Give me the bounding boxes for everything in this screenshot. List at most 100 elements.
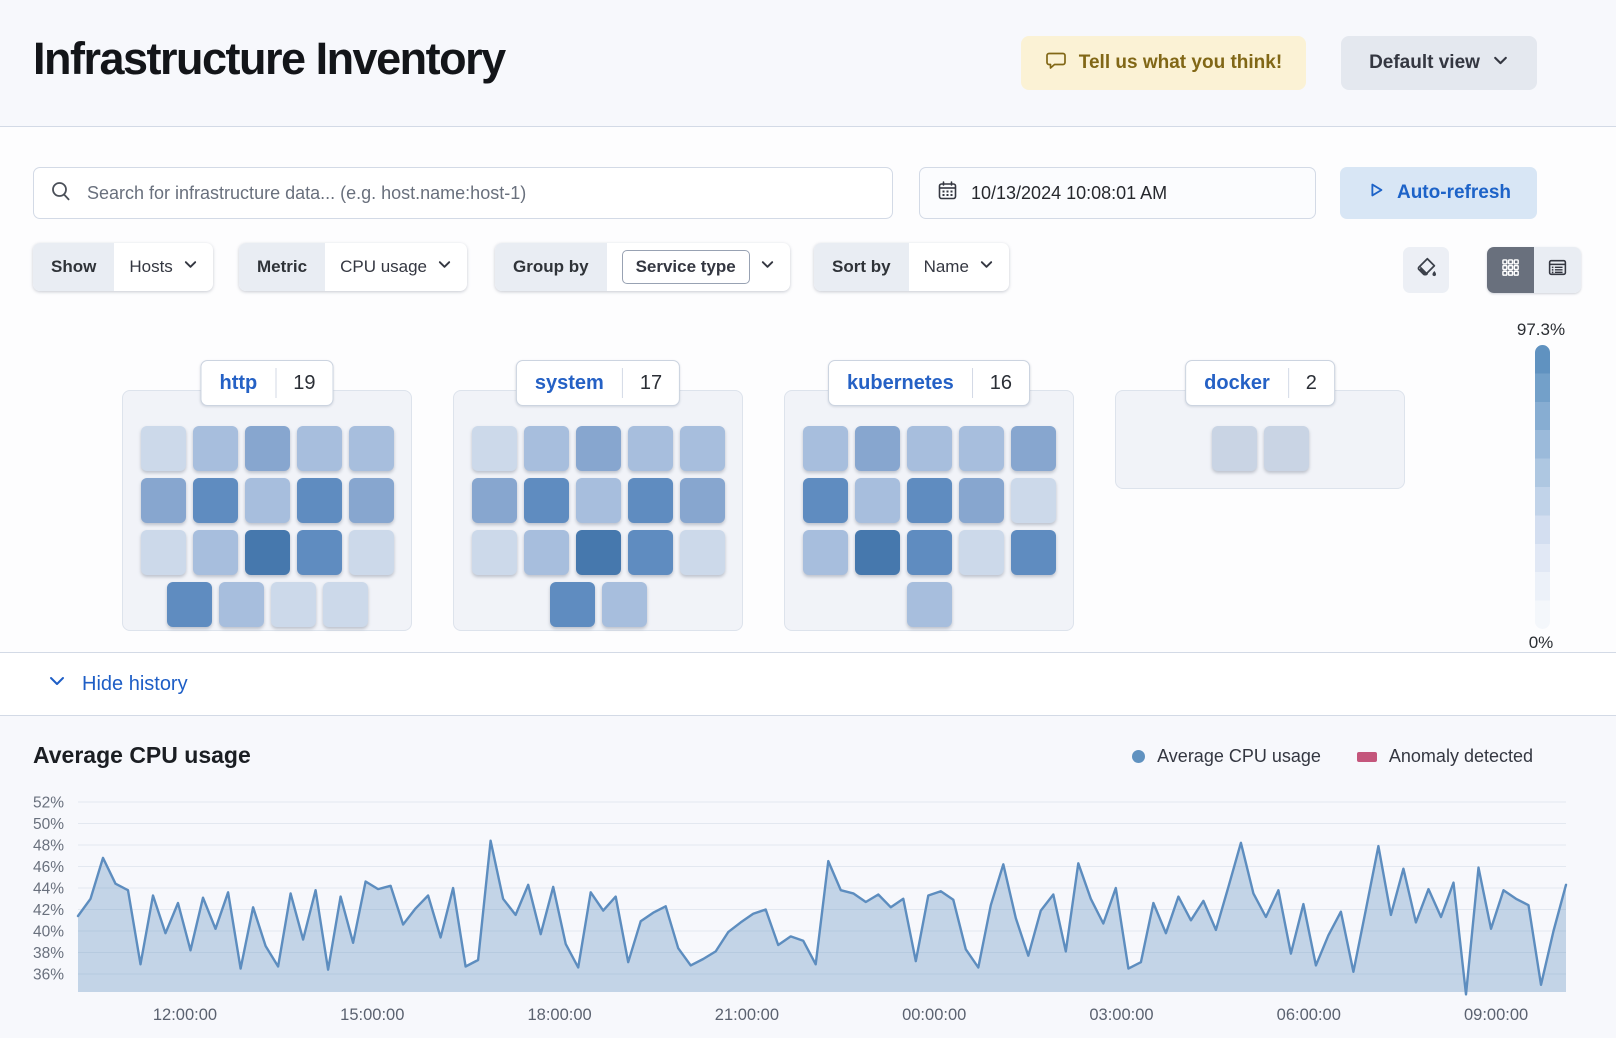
- host-node[interactable]: [906, 530, 952, 575]
- host-node[interactable]: [575, 530, 621, 575]
- speech-bubble-icon: [1045, 49, 1067, 77]
- svg-text:00:00:00: 00:00:00: [902, 1006, 966, 1024]
- search-input[interactable]: [85, 181, 876, 205]
- host-node[interactable]: [296, 426, 342, 471]
- host-node[interactable]: [854, 478, 900, 523]
- show-filter[interactable]: Show Hosts: [33, 243, 213, 291]
- host-node[interactable]: [523, 426, 569, 471]
- date-time-picker[interactable]: 10/13/2024 10:08:01 AM: [919, 167, 1316, 219]
- host-node[interactable]: [549, 582, 595, 627]
- host-node[interactable]: [802, 426, 848, 471]
- host-node[interactable]: [1263, 426, 1309, 471]
- host-node[interactable]: [244, 478, 290, 523]
- host-node[interactable]: [906, 478, 952, 523]
- svg-text:50%: 50%: [33, 816, 64, 833]
- host-node[interactable]: [218, 582, 264, 627]
- metric-filter-label: Metric: [239, 243, 326, 291]
- host-node[interactable]: [1010, 426, 1056, 471]
- legend-item-anomaly[interactable]: Anomaly detected: [1356, 746, 1533, 767]
- host-node[interactable]: [601, 582, 647, 627]
- auto-refresh-label: Auto-refresh: [1396, 182, 1511, 203]
- host-node[interactable]: [270, 582, 316, 627]
- host-node[interactable]: [958, 478, 1004, 523]
- host-node[interactable]: [679, 478, 725, 523]
- table-view-button[interactable]: [1534, 247, 1581, 293]
- history-chart-title: Average CPU usage: [33, 742, 251, 768]
- host-node[interactable]: [348, 426, 394, 471]
- sort-by-filter[interactable]: Sort by Name: [814, 243, 1009, 291]
- table-icon: [1547, 257, 1568, 283]
- service-name-link[interactable]: http: [219, 371, 258, 394]
- hide-history-toggle[interactable]: Hide history: [0, 652, 1616, 716]
- host-node[interactable]: [471, 530, 517, 575]
- host-node[interactable]: [192, 426, 238, 471]
- service-host-count: 16: [989, 371, 1012, 394]
- legend-options-button[interactable]: [1403, 247, 1449, 293]
- metric-filter-value: CPU usage: [340, 257, 428, 276]
- host-node[interactable]: [802, 478, 848, 523]
- page-header: Infrastructure Inventory Tell us what yo…: [0, 0, 1616, 127]
- group-by-filter-label: Group by: [495, 243, 607, 291]
- host-node[interactable]: [679, 530, 725, 575]
- group-by-filter-value[interactable]: Service type: [621, 250, 750, 284]
- chevron-down-icon: [979, 257, 994, 277]
- host-node[interactable]: [140, 478, 186, 523]
- service-name-link[interactable]: docker: [1204, 371, 1270, 394]
- host-node[interactable]: [322, 582, 368, 627]
- map-view-button[interactable]: [1487, 247, 1534, 293]
- feedback-button[interactable]: Tell us what you think!: [1021, 36, 1306, 90]
- host-node[interactable]: [802, 530, 848, 575]
- host-node[interactable]: [627, 530, 673, 575]
- sort-by-filter-label: Sort by: [814, 243, 909, 291]
- saved-view-selector[interactable]: Default view: [1341, 36, 1537, 90]
- host-node[interactable]: [192, 478, 238, 523]
- host-node[interactable]: [627, 426, 673, 471]
- legend-max-value: 97.3%: [1516, 320, 1566, 339]
- host-node[interactable]: [296, 530, 342, 575]
- legend-item-average-cpu[interactable]: Average CPU usage: [1132, 746, 1321, 767]
- service-name-link[interactable]: kubernetes: [847, 371, 954, 394]
- metric-filter[interactable]: Metric CPU usage: [239, 243, 468, 291]
- host-node[interactable]: [854, 530, 900, 575]
- host-node[interactable]: [166, 582, 212, 627]
- svg-text:46%: 46%: [33, 859, 64, 876]
- host-node[interactable]: [679, 426, 725, 471]
- host-node[interactable]: [523, 530, 569, 575]
- host-node[interactable]: [348, 478, 394, 523]
- host-node[interactable]: [348, 530, 394, 575]
- host-node[interactable]: [1010, 530, 1056, 575]
- host-node[interactable]: [523, 478, 569, 523]
- host-node[interactable]: [958, 530, 1004, 575]
- host-node[interactable]: [192, 530, 238, 575]
- host-node[interactable]: [140, 530, 186, 575]
- search-bar[interactable]: [33, 167, 893, 219]
- host-node[interactable]: [854, 426, 900, 471]
- chevron-down-icon: [437, 257, 452, 277]
- svg-text:12:00:00: 12:00:00: [153, 1006, 217, 1024]
- chevron-down-icon: [47, 671, 67, 697]
- host-node[interactable]: [1010, 478, 1056, 523]
- host-node[interactable]: [140, 426, 186, 471]
- cpu-color-scale[interactable]: [1535, 345, 1550, 629]
- host-node[interactable]: [958, 426, 1004, 471]
- host-node[interactable]: [471, 426, 517, 471]
- service-name-link[interactable]: system: [534, 371, 604, 394]
- calendar-icon: [937, 180, 958, 206]
- host-node[interactable]: [244, 530, 290, 575]
- host-node[interactable]: [1211, 426, 1257, 471]
- svg-text:36%: 36%: [33, 967, 64, 984]
- host-node[interactable]: [244, 426, 290, 471]
- host-node[interactable]: [471, 478, 517, 523]
- view-mode-toggle: [1487, 247, 1581, 293]
- chevron-down-icon: [1492, 52, 1509, 75]
- host-node[interactable]: [906, 582, 952, 627]
- host-node[interactable]: [906, 426, 952, 471]
- host-node[interactable]: [575, 478, 621, 523]
- auto-refresh-button[interactable]: Auto-refresh: [1340, 167, 1537, 219]
- host-node[interactable]: [627, 478, 673, 523]
- group-by-filter[interactable]: Group by Service type: [495, 243, 790, 291]
- host-node[interactable]: [296, 478, 342, 523]
- host-node[interactable]: [575, 426, 621, 471]
